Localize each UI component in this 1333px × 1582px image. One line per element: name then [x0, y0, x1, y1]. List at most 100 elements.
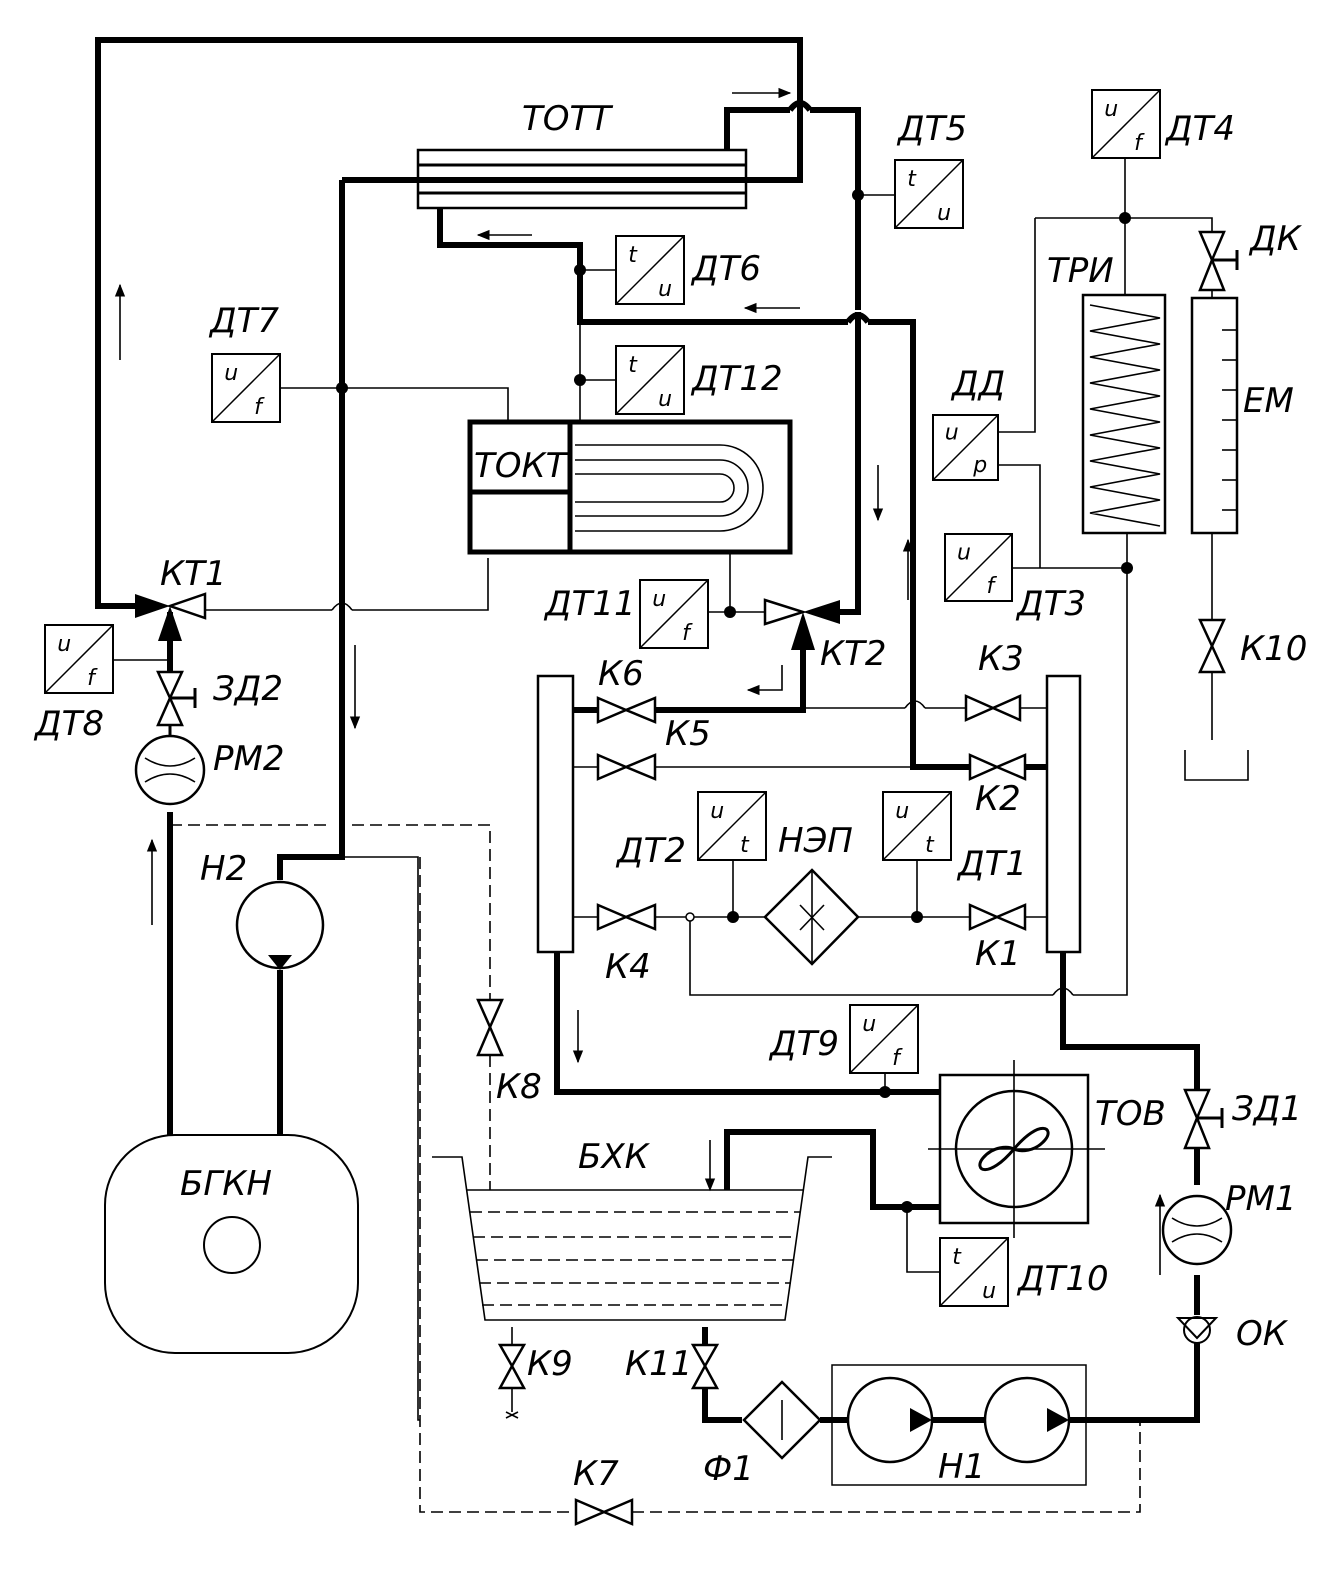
label-dt12: ДТ12: [690, 359, 783, 399]
label-dt5: ДТ5: [896, 109, 967, 149]
label-bhk: БХК: [578, 1137, 651, 1177]
sensor-mark-top: u: [224, 361, 238, 386]
valves: [156, 230, 1239, 1526]
label-dt6: ДТ6: [690, 249, 761, 289]
tov-fan-unit: [928, 1060, 1105, 1238]
label-bgkn: БГКН: [180, 1164, 272, 1204]
valve-k4: [596, 903, 657, 931]
valve-k9: [497, 1343, 527, 1390]
valve-kt2: [763, 598, 840, 650]
label-h2: Н2: [200, 849, 247, 889]
label-k10: К10: [1240, 629, 1307, 669]
label-dt2: ДТ2: [615, 831, 686, 871]
label-k6: К6: [598, 654, 644, 694]
tokt-unit: [467, 419, 793, 555]
sensor-mark-bottom: f: [1134, 131, 1145, 156]
label-k3: К3: [978, 639, 1024, 679]
valve-k1: [968, 903, 1027, 931]
ok-check-valve: [1175, 1316, 1219, 1344]
valve-k10: [1198, 618, 1226, 674]
sensor-mark-bottom: p: [972, 453, 987, 478]
flow-arrows: [114, 87, 1166, 1275]
valve-k7: [574, 1498, 634, 1526]
valve-kt1: [135, 592, 207, 641]
label-k1: К1: [975, 934, 1021, 974]
tott-exchanger: [400, 148, 768, 210]
rm2-meter: [134, 725, 206, 806]
bgkn-tank: [104, 1134, 359, 1354]
label-f1: Ф1: [703, 1449, 754, 1489]
rm1-meter: [1161, 1194, 1233, 1266]
sensor-dt9: uf: [849, 1004, 919, 1074]
valve-k6: [596, 696, 657, 724]
label-kt2: КТ2: [820, 634, 887, 674]
label-k7: К7: [573, 1454, 619, 1494]
main-pipelines: [95, 37, 1200, 1423]
sensor-dt1: ut: [882, 791, 952, 861]
valve-k11: [690, 1343, 720, 1390]
label-dd: ДД: [950, 364, 1005, 404]
label-dt8: ДТ8: [33, 704, 104, 744]
sensor-mark-top: u: [945, 421, 959, 446]
sensor-dt5: tu: [894, 159, 964, 229]
label-k8: К8: [496, 1067, 542, 1107]
valve-k5: [596, 753, 657, 781]
label-k9: К9: [527, 1344, 573, 1384]
label-zd1: ЗД1: [1232, 1089, 1302, 1129]
label-kt1: КТ1: [160, 554, 227, 594]
valve-k2: [968, 753, 1027, 781]
sensor-mark-top: u: [957, 540, 971, 565]
sensor-dt8: uf: [44, 624, 114, 694]
label-ok: ОК: [1236, 1314, 1289, 1354]
label-h1: Н1: [938, 1447, 985, 1487]
drain-lines: [170, 824, 1141, 1513]
label-tott: ТОТТ: [522, 99, 613, 139]
sensor-mark-top: u: [710, 799, 724, 824]
sensor-dt7: uf: [211, 353, 281, 423]
label-dt1: ДТ1: [956, 844, 1027, 884]
label-dt11: ДТ11: [543, 584, 636, 624]
h2-pump: [235, 880, 325, 970]
label-k11: К11: [625, 1344, 692, 1384]
sensor-mark-bottom: u: [658, 277, 672, 302]
f1-filter: [742, 1380, 822, 1460]
label-tri: ТРИ: [1047, 251, 1114, 291]
sensor-mark-top: u: [57, 632, 71, 657]
label-dt10: ДТ10: [1016, 1259, 1109, 1299]
sensor-mark-bottom: f: [87, 666, 98, 691]
valve-k3: [964, 694, 1022, 722]
label-k5: К5: [665, 714, 711, 754]
sensor-mark-bottom: t: [925, 833, 935, 858]
sensor-mark-bottom: t: [740, 833, 750, 858]
sensor-mark-top: u: [895, 799, 909, 824]
label-tov: ТОВ: [1095, 1094, 1166, 1134]
sensor-mark-bottom: f: [987, 574, 998, 599]
label-zd2: ЗД2: [213, 669, 283, 709]
sensor-dt3: uf: [944, 533, 1013, 602]
h1-pumps: [831, 1364, 1087, 1486]
valve-zd1: [1183, 1088, 1224, 1150]
em-tank: [1190, 296, 1239, 535]
valve-k8: [476, 998, 504, 1057]
label-dk: ДК: [1248, 219, 1303, 259]
label-rm2: РМ2: [213, 739, 284, 779]
component-labels: ТОТТ ДТ5 ДТ4 ДТ6 ДТ7 ДТ12 ТРИ ДД ЕМ ДК Т…: [33, 99, 1307, 1494]
left-manifold: [536, 674, 575, 954]
label-tokt: ТОКТ: [474, 446, 569, 486]
right-manifold: [1045, 674, 1082, 954]
sensor-mark-bottom: f: [254, 395, 265, 420]
label-dt4: ДТ4: [1164, 109, 1235, 149]
label-dt7: ДТ7: [208, 301, 279, 341]
nep-heater: [763, 868, 860, 966]
bxk-tank: [432, 1156, 832, 1321]
sensor-dt2: ut: [697, 791, 767, 861]
sensor-mark-top: t: [952, 1245, 962, 1270]
label-dt9: ДТ9: [768, 1024, 839, 1064]
sensor-mark-bottom: f: [892, 1046, 903, 1071]
label-dt3: ДТ3: [1015, 584, 1086, 624]
sensor-dt11: uf: [639, 579, 709, 649]
sensor-mark-top: t: [907, 167, 917, 192]
label-nep: НЭП: [778, 821, 853, 861]
